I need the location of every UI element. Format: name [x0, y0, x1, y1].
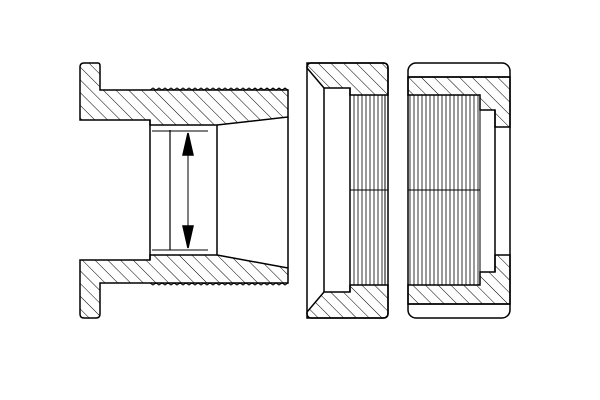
bushing-top-wall: [79, 62, 289, 126]
arrow-down-icon: [182, 225, 194, 249]
cap-body-top: [306, 62, 389, 96]
arrow-up-icon: [182, 132, 194, 156]
threaded-cap: [306, 62, 389, 319]
threaded-coupling: [407, 62, 511, 319]
external-thread-top: [149, 87, 289, 91]
external-thread-bottom: [149, 282, 289, 286]
bushing-bottom-wall: [79, 254, 289, 319]
threaded-bushing: [79, 62, 289, 319]
cap-body-bottom: [306, 284, 389, 319]
